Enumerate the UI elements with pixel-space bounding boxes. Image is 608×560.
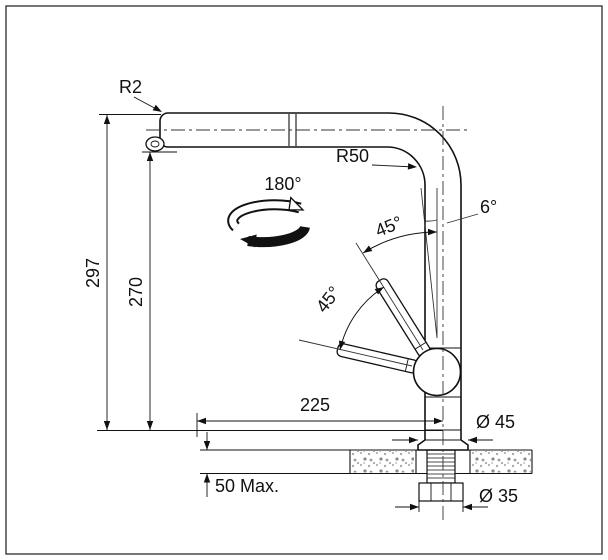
faucet-body bbox=[145, 112, 469, 451]
lever-axis-lines bbox=[298, 242, 424, 367]
height-total-label: 297 bbox=[83, 258, 103, 288]
aerator bbox=[145, 136, 165, 152]
base-diameter-label: Ø 45 bbox=[476, 412, 515, 432]
mounting-shank bbox=[418, 449, 464, 502]
hole-diameter-label: Ø 35 bbox=[479, 486, 518, 506]
lever-angle-lower-label: 45° bbox=[312, 282, 345, 316]
mounting-nut bbox=[418, 482, 464, 502]
pipe-joint-lines bbox=[425, 347, 461, 441]
corner-radius-label: R2 bbox=[119, 77, 142, 97]
swivel-angle-label: 180° bbox=[264, 174, 301, 194]
rotation-arrow-icon bbox=[227, 196, 310, 248]
height-outlet-label: 270 bbox=[126, 277, 146, 307]
radius-callouts: R2 R50 bbox=[119, 77, 417, 170]
bend-radius-label: R50 bbox=[336, 146, 369, 166]
reach-label: 225 bbox=[300, 395, 330, 415]
dim-counter-thickness: 50 Max. bbox=[200, 432, 352, 497]
dim-hole-diameter: Ø 35 bbox=[395, 486, 518, 512]
dim-base-diameter: Ø 45 bbox=[392, 412, 515, 444]
lever-ball-joint bbox=[412, 347, 462, 397]
dim-height-outlet: 270 bbox=[126, 151, 177, 430]
tilt-indicator: 6° bbox=[420, 187, 497, 339]
dim-reach: 225 bbox=[196, 395, 443, 437]
thread-lines bbox=[427, 453, 455, 479]
centerlines bbox=[146, 106, 468, 522]
arc-arrowheads bbox=[338, 228, 437, 350]
drawing-frame bbox=[5, 5, 603, 555]
counter-max-label: 50 Max. bbox=[215, 476, 279, 496]
dim-height-total: 297 bbox=[83, 114, 161, 430]
tilt-angle-label: 6° bbox=[480, 197, 497, 217]
